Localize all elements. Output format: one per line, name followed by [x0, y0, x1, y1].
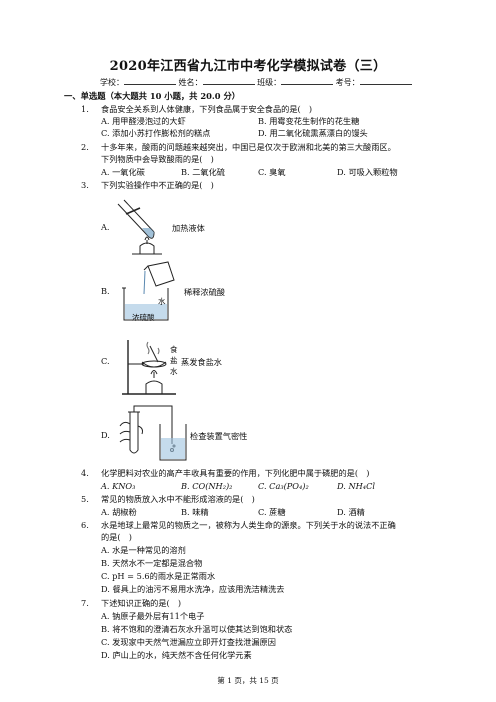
- question-7-option-d: D. 庐山上的水，纯天然不含任何化学元素: [101, 650, 252, 660]
- question-7-option-c: C. 发现家中天然气泄漏应立即开灯查找泄漏原因: [101, 637, 276, 647]
- question-4-option-c: C. Ca₃(PO₄)₂: [258, 481, 309, 491]
- question-2-number: 2.: [81, 142, 89, 152]
- question-3-option-d-letter: D.: [101, 430, 110, 440]
- section-heading: 一、单选题（本大题共 10 小题，共 20.0 分）: [64, 91, 241, 101]
- question-2-stem-line1: 十多年来，酸雨的问题越来越突出，中国已是仅次于欧洲和北美的第三大酸雨区。: [101, 142, 396, 152]
- page-title: 2020年江西省九江市中考化学模拟试卷（三）: [109, 59, 387, 74]
- question-4-number: 4.: [81, 468, 89, 478]
- question-1-option-a: A. 用甲醛浸泡过的大虾: [101, 116, 186, 126]
- question-3-option-c-text: 蒸发食盐水: [181, 357, 222, 367]
- question-1-option-d: D. 用二氧化硫熏蒸漂白的馒头: [258, 128, 368, 138]
- question-6-stem-line2: 的是( ): [101, 532, 132, 542]
- question-2-option-c: C. 臭氧: [258, 167, 286, 177]
- question-2-stem-line2: 下列物质中会导致酸雨的是( ): [101, 154, 214, 164]
- question-6-option-d: D. 餐具上的油污不易用水洗净，应该用洗洁精洗去: [101, 584, 285, 594]
- exam-no-label: 考号：: [335, 78, 360, 87]
- question-7-number: 7.: [81, 598, 89, 608]
- name-label: 姓名：: [178, 78, 203, 87]
- class-label: 班级：: [257, 78, 282, 87]
- exam-no-blank[interactable]: [359, 77, 412, 85]
- question-5-option-a: A. 胡椒粉: [101, 507, 137, 517]
- question-3-option-b-water-label: 水: [158, 297, 166, 306]
- question-7-option-a: A. 钠原子最外层有11个电子: [101, 611, 205, 621]
- question-2-option-d: D. 可吸入颗粒物: [337, 167, 398, 177]
- question-3-option-c-label-2: 盐: [170, 356, 178, 365]
- question-3-option-c-letter: C.: [101, 356, 110, 366]
- question-5-number: 5.: [81, 494, 89, 504]
- airtightness-check-figure: [119, 405, 187, 461]
- question-3-number: 3.: [81, 180, 89, 190]
- question-2-option-a: A. 一氧化碳: [101, 167, 145, 177]
- question-4-option-a: A. KNO₃: [101, 481, 136, 491]
- school-label: 学校：: [100, 78, 124, 87]
- question-3-option-c-label-3: 水: [170, 367, 178, 376]
- question-7-option-b: B. 将不饱和的澄清石灰水升温可以使其达到饱和状态: [101, 624, 293, 634]
- question-6-option-a: A. 水是一种常见的溶剂: [101, 545, 186, 555]
- name-blank[interactable]: [202, 77, 255, 85]
- question-4-stem: 化学肥料对农业的高产丰收具有重要的作用，下列化肥中属于磷肥的是( ): [101, 468, 370, 478]
- question-7-stem: 下述知识正确的是( ): [101, 598, 182, 608]
- question-1-option-b: B. 用霉变花生制作的花生糖: [258, 116, 360, 126]
- question-5-option-b: B. 味精: [181, 507, 209, 517]
- question-1-option-c: C. 添加小苏打作膨松剂的糕点: [101, 128, 211, 138]
- question-3-option-c-label-1: 食: [170, 345, 178, 354]
- question-4-option-b: B. CO(NH₂)₂: [181, 481, 233, 491]
- page-footer: 第 1 页，共 15 页: [217, 676, 279, 685]
- question-5-option-d: D. 酒精: [337, 507, 365, 517]
- question-3-option-d-text: 检查装置气密性: [190, 431, 248, 441]
- question-4-option-d: D. NH₄Cl: [337, 481, 375, 491]
- heating-liquid-figure: [117, 199, 162, 255]
- evaporating-salt-water-figure: [122, 340, 176, 395]
- question-6-option-c: C. pH = 5.6的雨水是正常雨水: [101, 571, 216, 581]
- question-3-option-a-letter: A.: [101, 222, 110, 232]
- question-1-stem: 食品安全关系到人体健康，下列食品属于安全食品的是( ): [101, 104, 313, 114]
- class-blank[interactable]: [281, 77, 334, 85]
- question-5-stem: 常见的物质放入水中不能形成溶液的是( ): [101, 494, 255, 504]
- question-3-option-b-text: 稀释浓硫酸: [184, 287, 225, 297]
- question-3-stem: 下列实验操作中不正确的是( ): [101, 180, 214, 190]
- student-info-line: 学校： 姓名： 班级： 考号：: [100, 77, 412, 88]
- question-3-option-b-acid-label: 浓硫酸: [132, 313, 155, 322]
- question-3-option-a-text: 加热液体: [172, 223, 205, 233]
- question-3-option-b-letter: B.: [101, 286, 110, 296]
- diluting-acid-figure: [122, 261, 175, 321]
- question-2-option-b: B. 二氧化硫: [181, 167, 225, 177]
- question-1-number: 1.: [81, 104, 89, 114]
- question-5-option-c: C. 蔗糖: [258, 507, 286, 517]
- question-6-stem-line1: 水是地球上最常见的物质之一，被称为人类生命的源泉。下列关于水的说法不正确: [101, 520, 396, 530]
- question-6-option-b: B. 天然水不一定都是混合物: [101, 558, 203, 568]
- school-blank[interactable]: [124, 77, 176, 85]
- question-6-number: 6.: [81, 520, 89, 530]
